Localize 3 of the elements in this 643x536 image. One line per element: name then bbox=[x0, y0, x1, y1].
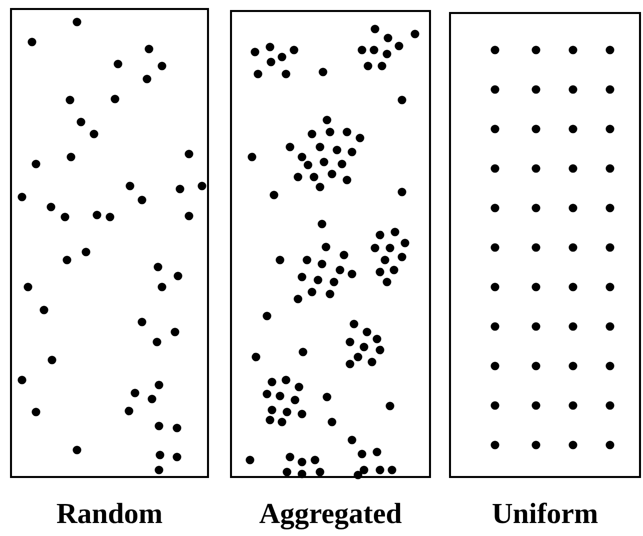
pattern-label: Random bbox=[56, 498, 163, 530]
pattern-label: Aggregated bbox=[259, 498, 402, 530]
pattern-label: Uniform bbox=[492, 498, 598, 530]
